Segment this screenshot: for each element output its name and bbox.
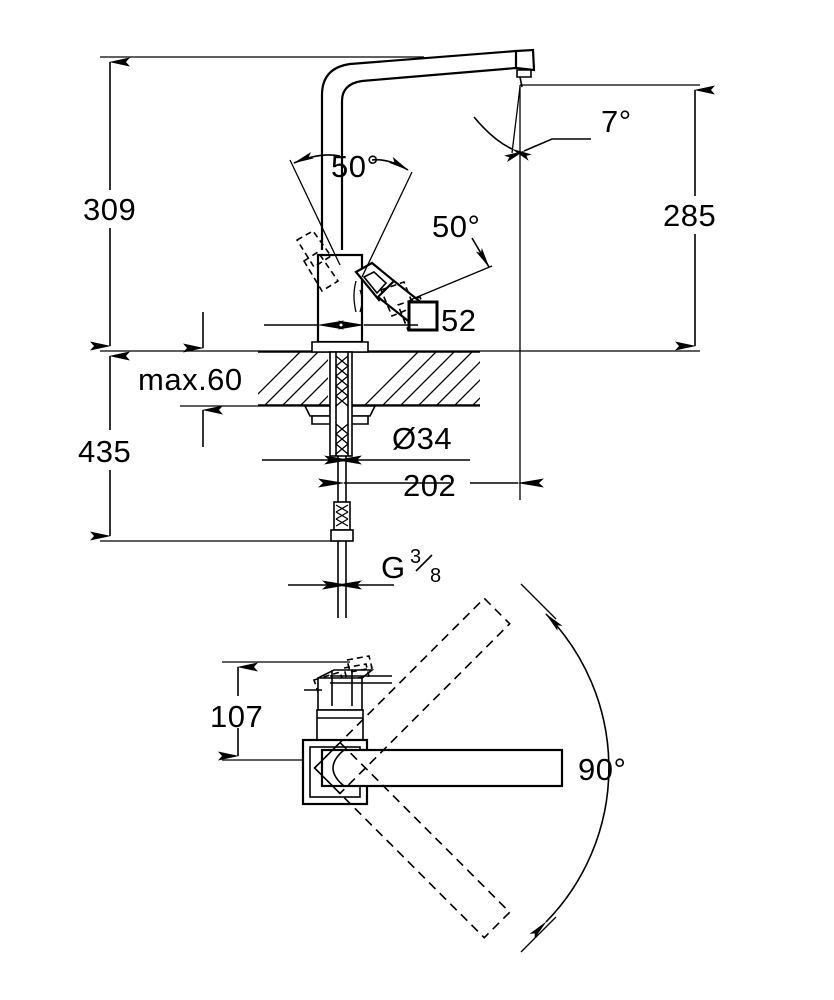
dim-diameter-34: Ø34 [262, 421, 470, 465]
dim-label-50-left: 50° [331, 149, 379, 184]
angle50R-arc [371, 156, 409, 171]
shank-thread-hatch [335, 355, 349, 455]
plan-spout-solid [320, 748, 564, 788]
lever-phantom-right-arm [396, 295, 432, 332]
plan-spout-phantom-lower-bar [313, 741, 511, 939]
lever-stem-curve [353, 280, 357, 313]
angle50L-arc [293, 151, 341, 164]
dim-square-52: 52 [264, 300, 476, 338]
angle50R-leader-a [361, 171, 413, 278]
dim-label-435: 435 [78, 434, 131, 469]
aerator-nub [516, 69, 532, 78]
dim-label-285: 285 [663, 198, 716, 233]
dim-label-107: 107 [210, 699, 263, 734]
dim-label-202: 202 [403, 468, 456, 503]
dim-thread-g38: G 3 8 [288, 546, 441, 590]
dim-label-90: 90° [578, 752, 626, 787]
connector-collar [330, 529, 354, 542]
dim-label-d34: Ø34 [392, 421, 452, 456]
dim-label-g-numerator: 3 [410, 546, 421, 568]
angle50R-arrow-b [471, 237, 490, 268]
lever-phantom-left-arm [302, 250, 340, 293]
plan-spout-phantom-lower [313, 741, 511, 939]
body-base-ring [311, 341, 369, 353]
angle90-leader-upper [520, 583, 557, 620]
angle7-ref-line [511, 86, 521, 154]
dim-202: 202 [318, 468, 544, 503]
spout-outer-curve [320, 49, 517, 250]
dim-label-309: 309 [83, 192, 136, 227]
dim-309: 309 [83, 57, 136, 351]
plan-view: 107 [210, 583, 626, 953]
fraction-slash [415, 554, 433, 572]
plan-handle-bevel [317, 669, 375, 679]
square-symbol [407, 300, 439, 332]
angle7-arrow-left [473, 116, 532, 161]
dim-label-g-denominator: 8 [430, 565, 441, 587]
dim-label-52: 52 [441, 303, 476, 338]
angle90-leader-lower [520, 916, 557, 953]
body-column [316, 253, 364, 344]
dim-angle-90: 90° [520, 583, 626, 953]
dim-label-g: G [381, 550, 405, 585]
spout-tube [320, 48, 536, 250]
elevation-view: 309 435 max.60 [78, 48, 716, 618]
supply-hose [330, 456, 354, 618]
dim-angle-50-right: 50° [361, 156, 493, 301]
dim-label-50-right: 50° [432, 209, 480, 244]
angle50L-leader-a [289, 159, 341, 266]
angle50R-leader-b [409, 265, 493, 301]
connector-thread-hatch [335, 504, 349, 527]
dim-angle-50-left: 50° [289, 149, 379, 266]
dim-285: 285 [663, 85, 716, 351]
spout-inner-curve [340, 66, 517, 250]
counter-hatch-left [258, 352, 328, 405]
spout-tip-cap [514, 48, 536, 72]
counter-hatch-right [364, 352, 480, 405]
plan-spout-root-curve [332, 749, 345, 787]
dim-max60: max.60 [138, 312, 243, 447]
countertop-section [258, 351, 480, 406]
plan-spout-bar [320, 748, 564, 788]
dim-label-max60: max.60 [138, 362, 243, 397]
aerator-center-tick [519, 76, 523, 88]
dim-435: 435 [78, 351, 131, 541]
plan-handle-phantom-a [346, 655, 373, 673]
lever-boss-inner [362, 271, 388, 295]
angle90-arc [529, 613, 610, 939]
dim-label-7: 7° [601, 104, 632, 139]
dim-angle-7: 7° [473, 86, 632, 163]
threaded-shank [329, 351, 353, 457]
lever-stem-curve2 [359, 289, 363, 313]
angle7-leader-right [504, 138, 591, 163]
